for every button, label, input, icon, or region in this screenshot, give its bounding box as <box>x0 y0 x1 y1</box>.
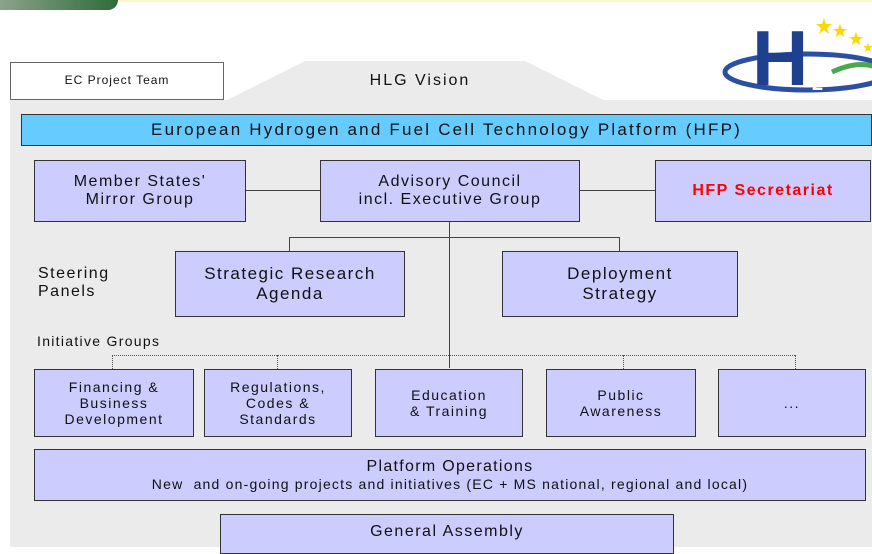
group-1-line-3: Development <box>64 411 164 428</box>
connector-advisory-down <box>449 222 450 368</box>
logo-subscript: 2 <box>812 73 823 95</box>
member-states-mirror-group-box: Member States' Mirror Group <box>34 160 246 222</box>
group-4-line-2: Awareness <box>579 403 663 419</box>
group-2-line-2: Codes & <box>245 394 311 411</box>
group-2-line-3: Standards <box>239 411 317 428</box>
dotted-drop-2 <box>277 355 278 369</box>
group-4-line-1: Public <box>597 386 645 403</box>
platform-operations-title: Platform Operations <box>366 457 534 475</box>
ec-project-team-box: EC Project Team <box>10 62 224 100</box>
sra-line-1: Strategic Research <box>204 264 376 284</box>
group-2-line-1: Regulations, <box>230 378 326 395</box>
dotted-drop-4 <box>795 355 796 369</box>
strategic-research-agenda-box: Strategic Research Agenda <box>175 251 405 317</box>
advisory-line-1: Advisory Council <box>378 172 522 190</box>
platform-operations-box: Platform Operations New and on-going pro… <box>34 449 866 501</box>
logo-h-text: H <box>752 14 808 100</box>
financing-business-development-box: Financing & Business Development <box>34 369 194 437</box>
deployment-line-2: Strategy <box>582 284 658 303</box>
deployment-line-1: Deployment <box>567 264 673 284</box>
initiative-dotted-horizontal <box>112 355 795 356</box>
advisory-council-box: Advisory Council incl. Executive Group <box>320 160 580 222</box>
advisory-line-2: incl. Executive Group <box>358 191 542 208</box>
ec-project-team-label: EC Project Team <box>64 73 170 88</box>
member-states-line-1: Member States' <box>73 172 207 190</box>
group-5-ellipsis: ... <box>783 394 801 411</box>
h2-logo-icon: H 2 <box>722 14 872 100</box>
public-awareness-box: Public Awareness <box>546 369 696 437</box>
more-groups-box: ... <box>718 369 866 437</box>
corner-logo-fragment <box>0 0 118 10</box>
steering-line-2: Panels <box>38 283 96 301</box>
sra-line-2: Agenda <box>256 284 324 303</box>
platform-operations-subtitle: New and on-going projects and initiative… <box>151 476 749 493</box>
regulations-codes-standards-box: Regulations, Codes & Standards <box>204 369 352 437</box>
hfp-secretariat-label: HFP Secretariat <box>692 181 834 199</box>
hfp-platform-banner: European Hydrogen and Fuel Cell Technolo… <box>21 114 872 146</box>
connector-member-advisory <box>245 190 321 191</box>
dotted-drop-3 <box>623 355 624 369</box>
connector-deployment <box>619 237 620 251</box>
connector-sra <box>289 237 290 251</box>
hfp-platform-label: European Hydrogen and Fuel Cell Technolo… <box>151 120 742 140</box>
hlg-vision-trapezoid <box>225 61 605 101</box>
member-states-line-2: Mirror Group <box>85 191 195 208</box>
hlg-vision-label: HLG Vision <box>369 72 471 89</box>
connector-advisory-secretariat <box>579 190 655 191</box>
group-1-line-1: Financing & <box>68 378 160 395</box>
deployment-strategy-box: Deployment Strategy <box>502 251 738 317</box>
steering-panels-label: Steering Panels <box>38 265 110 302</box>
general-assembly-box: General Assembly <box>220 514 674 554</box>
initiative-groups-label: Initiative Groups <box>37 333 161 349</box>
group-1-line-2: Business <box>79 394 149 411</box>
top-strip <box>118 0 872 2</box>
group-3-line-1: Education <box>411 386 487 403</box>
hfp-secretariat-box: HFP Secretariat <box>655 160 871 222</box>
connector-steering-horizontal <box>289 237 620 238</box>
education-training-box: Education & Training <box>375 369 523 437</box>
steering-line-1: Steering <box>38 265 110 282</box>
dotted-drop-1 <box>112 355 113 369</box>
general-assembly-label: General Assembly <box>370 523 524 540</box>
group-3-line-2: & Training <box>409 403 489 419</box>
